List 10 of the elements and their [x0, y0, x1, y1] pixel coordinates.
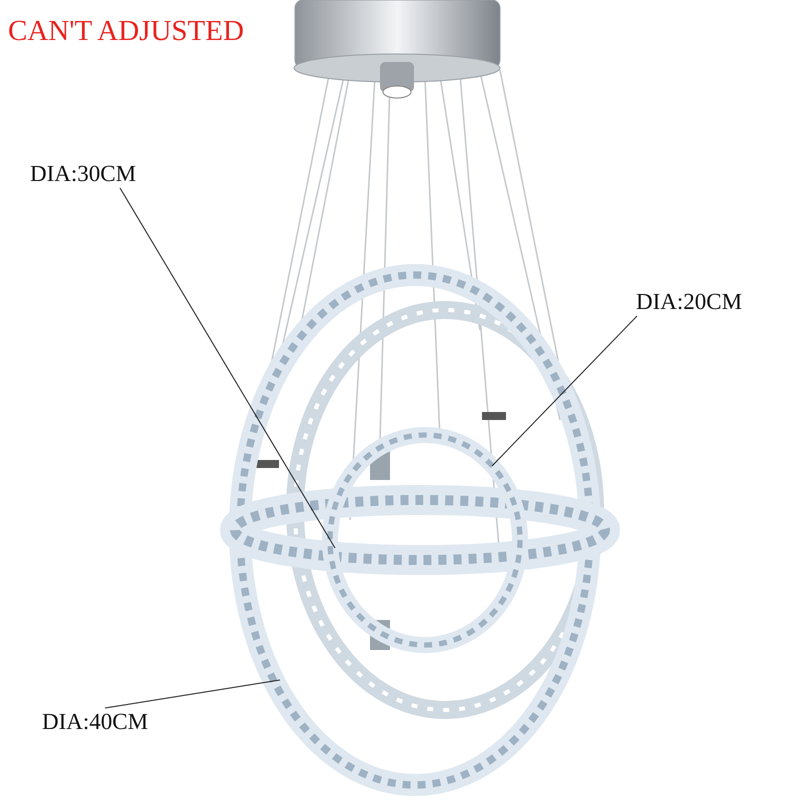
dimension-label: DIA:40CM — [42, 708, 148, 736]
crystal-ring — [220, 485, 620, 575]
leader-line — [120, 188, 336, 548]
dimension-label: DIA:20CM — [636, 288, 742, 316]
leader-line — [492, 316, 638, 466]
note-text: CAN'T ADJUSTED — [8, 14, 244, 48]
crystal-ring — [322, 427, 528, 653]
leader-line — [104, 680, 280, 708]
crystal-ring — [229, 264, 601, 796]
dimension-label: DIA:30CM — [30, 160, 136, 188]
